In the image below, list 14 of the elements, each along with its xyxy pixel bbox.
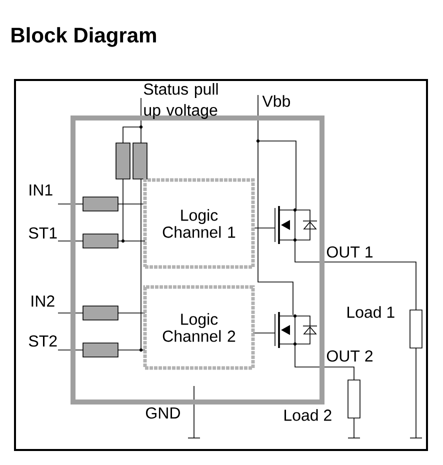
pin-label: OUT 2 xyxy=(326,350,372,362)
pin-label: IN2 xyxy=(32,295,54,307)
load-label: Load 1 xyxy=(348,306,394,318)
title: Block Diagram xyxy=(12,27,156,47)
pin-label: ST1 xyxy=(28,227,57,239)
pin-label: GND xyxy=(146,407,180,419)
supply-label: Status pull up voltage xyxy=(144,83,218,119)
load-label: Load 2 xyxy=(284,409,332,421)
logic-block: Logic Channel 1 xyxy=(143,178,255,269)
logic-block: Logic Channel 2 xyxy=(143,285,255,370)
pin-label: ST2 xyxy=(28,335,57,347)
pin-label: OUT 1 xyxy=(326,246,372,258)
pin-label: IN1 xyxy=(30,184,52,196)
supply-label: Vbb xyxy=(262,95,290,107)
